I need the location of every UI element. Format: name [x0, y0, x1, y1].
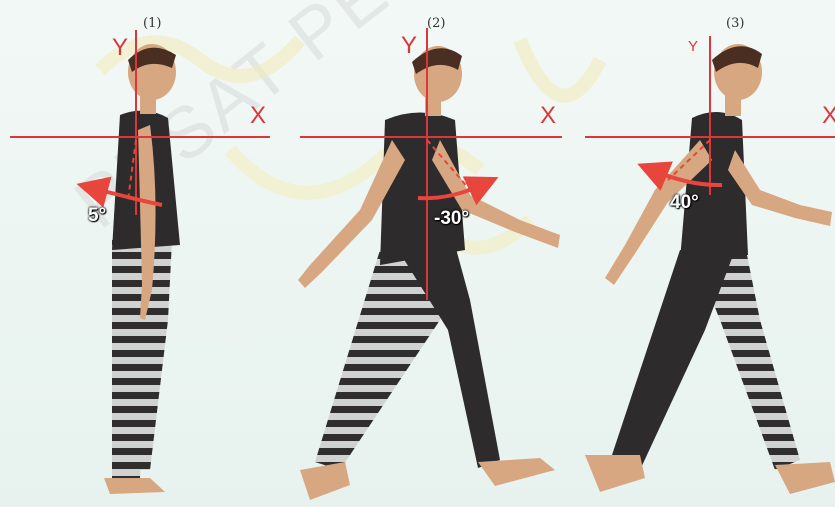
panel-number-2: (2) — [427, 16, 445, 31]
angle-label-3: 40° — [670, 192, 699, 214]
y-label-3: Y — [688, 38, 698, 55]
figure-1-standing — [104, 44, 180, 494]
angle-label-1: 5° — [88, 205, 106, 227]
x-label-2: X — [540, 102, 556, 130]
x-label-3: X — [822, 102, 835, 130]
figure-2-walking — [298, 46, 560, 500]
angle-label-2: -30° — [434, 208, 469, 230]
y-label-2: Y — [401, 32, 417, 60]
x-label-1: X — [250, 102, 266, 130]
y-label-1: Y — [112, 34, 128, 62]
panel-number-3: (3) — [726, 16, 744, 31]
panel-number-1: (1) — [143, 16, 161, 31]
